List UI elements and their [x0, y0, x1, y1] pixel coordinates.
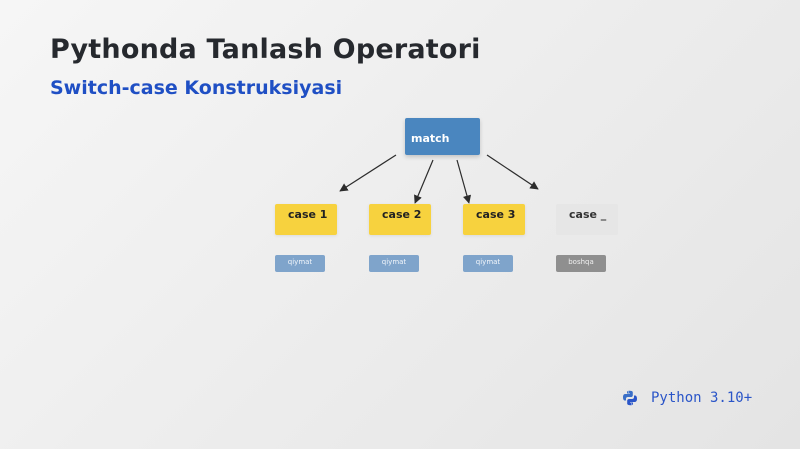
page-title: Pythonda Tanlash Operatori — [50, 34, 481, 65]
case-node-3: case 3 — [463, 204, 525, 235]
value-tag-2: qiymat — [369, 255, 419, 272]
arrow-to-case-3 — [456, 159, 472, 204]
python-version-badge: Python 3.10+ — [622, 390, 752, 406]
arrow-to-case-2 — [414, 159, 434, 204]
arrow-to-case-1 — [339, 154, 397, 192]
value-tag-default: boshqa — [556, 255, 606, 272]
arrow-to-case-default — [486, 154, 539, 190]
case-node-1: case 1 — [275, 204, 337, 235]
python-logo-icon — [623, 390, 637, 406]
page-subtitle: Switch-case Konstruksiyasi — [50, 77, 343, 99]
case-node-2: case 2 — [369, 204, 431, 235]
case-node-default: case _ — [556, 204, 618, 235]
value-tag-1: qiymat — [275, 255, 325, 272]
match-node: match — [405, 118, 480, 155]
value-tag-3: qiymat — [463, 255, 513, 272]
python-version-text: Python 3.10+ — [651, 390, 753, 406]
